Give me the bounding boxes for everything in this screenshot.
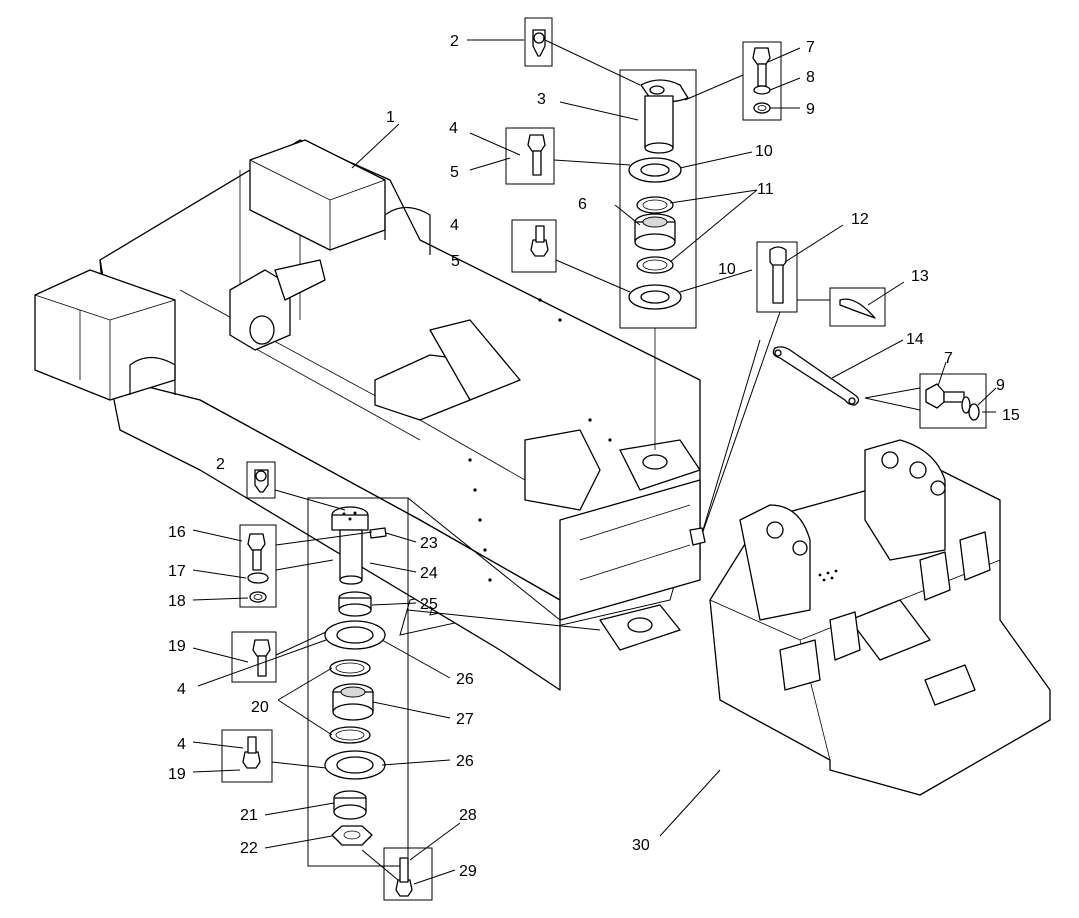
callout-30: 30 [632, 837, 650, 854]
callout-28: 28 [459, 807, 477, 824]
callout-9-upper: 9 [806, 101, 815, 118]
grease-fitting-upper [524, 17, 641, 86]
callout-10-lower: 10 [718, 261, 736, 278]
callout-9-right: 9 [996, 377, 1005, 394]
callout-18: 18 [168, 593, 186, 610]
callout-17: 17 [168, 563, 186, 580]
callout-19-upper: 19 [168, 638, 186, 655]
callout-24: 24 [420, 565, 438, 582]
callout-2-lower: 2 [216, 456, 225, 473]
lock-link-assembly [689, 241, 987, 546]
callout-26-upper: 26 [456, 671, 474, 688]
callout-5-upper: 5 [450, 164, 459, 181]
callout-25: 25 [420, 596, 438, 613]
callout-22: 22 [240, 840, 258, 857]
callout-4-mid: 4 [450, 217, 459, 234]
callout-20: 20 [251, 699, 269, 716]
callout-2-upper: 2 [450, 33, 459, 50]
callout-4-left-upper: 4 [177, 681, 186, 698]
callout-5-mid: 5 [451, 253, 460, 270]
callout-leaders [192, 39, 997, 885]
callout-14: 14 [906, 331, 924, 348]
callout-7-upper: 7 [806, 39, 815, 56]
callout-7-right: 7 [944, 350, 953, 367]
callout-6: 6 [578, 196, 587, 213]
lower-hinge-stack [221, 461, 601, 901]
callout-10-upper: 10 [755, 143, 773, 160]
callout-15: 15 [1002, 407, 1020, 424]
upper-hinge-stack [619, 69, 697, 450]
callout-16: 16 [168, 524, 186, 541]
bolt-set-upper-left [505, 127, 631, 185]
callout-21: 21 [240, 807, 258, 824]
callout-26-lower: 26 [456, 753, 474, 770]
callout-8: 8 [806, 69, 815, 86]
callout-11: 11 [757, 181, 774, 198]
callout-27: 27 [456, 711, 474, 728]
callout-12: 12 [851, 211, 869, 228]
callout-13: 13 [911, 268, 929, 285]
callout-4-upper: 4 [449, 120, 458, 137]
callout-labels: 1 2 2 3 4 4 4 4 5 5 6 7 7 8 9 9 10 10 11… [168, 33, 1020, 880]
callout-19-lower: 19 [168, 766, 186, 783]
bolt-set-upper-right [684, 41, 782, 121]
main-frame [34, 139, 701, 691]
axle-support-bracket [709, 439, 1051, 796]
callout-23: 23 [420, 535, 438, 552]
callout-4-left-lower: 4 [177, 736, 186, 753]
bolt-set-mid-left [511, 219, 631, 293]
callout-3: 3 [537, 91, 546, 108]
callout-1: 1 [386, 109, 395, 126]
callout-29: 29 [459, 863, 477, 880]
